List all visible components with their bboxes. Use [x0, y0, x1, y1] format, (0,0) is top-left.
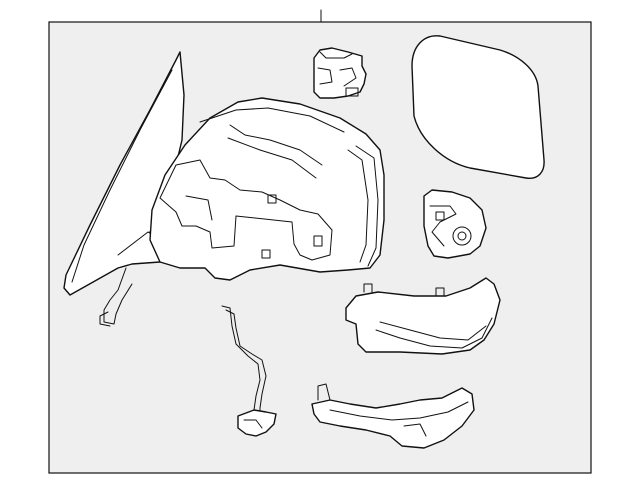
lamp-lens-2 [379, 321, 487, 341]
glass-outline [411, 35, 545, 179]
cover-tab [317, 383, 331, 401]
motor-connector [345, 87, 359, 97]
lamp-body [345, 277, 501, 355]
harness-connector [237, 409, 277, 437]
glass-holder[interactable] [423, 189, 487, 259]
housing-clip [267, 194, 277, 204]
cover-detail [403, 423, 427, 437]
harness-connector-detail [243, 419, 263, 429]
housing-tab-2 [261, 249, 271, 259]
turn-signal-lamp[interactable] [345, 277, 501, 355]
lamp-tab-2 [435, 287, 445, 297]
cover-body [311, 387, 475, 449]
housing-interior [159, 159, 333, 261]
housing-rib-3 [227, 137, 317, 179]
housing-rib-2 [229, 124, 323, 166]
mirror-base-inner [71, 69, 173, 283]
housing-rim-2 [355, 145, 379, 267]
mirror-housing [149, 97, 385, 281]
harness-wire [225, 309, 267, 419]
wire-harness[interactable] [221, 305, 277, 437]
base-pigtail-2 [99, 311, 111, 327]
lower-cover[interactable] [311, 383, 475, 449]
cover-edge [329, 401, 469, 421]
lamp-tab [363, 283, 373, 293]
mirror-glass[interactable] [411, 35, 545, 179]
holder-pivot [452, 226, 472, 246]
motor-detail-2 [339, 67, 357, 87]
mirror-motor[interactable] [313, 47, 367, 99]
harness-wire-2 [221, 305, 261, 411]
housing-tab [313, 235, 323, 247]
housing-rib-1 [185, 195, 213, 221]
housing-edge [199, 107, 345, 133]
lamp-lens [375, 317, 493, 349]
housing-rim [347, 149, 369, 263]
mirror-assembly[interactable] [63, 51, 385, 327]
motor-body [313, 47, 367, 99]
holder-clip [435, 211, 445, 221]
motor-detail [317, 67, 333, 85]
holder-detail [429, 205, 457, 247]
motor-top [319, 51, 353, 59]
holder-pivot-inner [457, 231, 467, 241]
base-pigtail [103, 267, 133, 325]
